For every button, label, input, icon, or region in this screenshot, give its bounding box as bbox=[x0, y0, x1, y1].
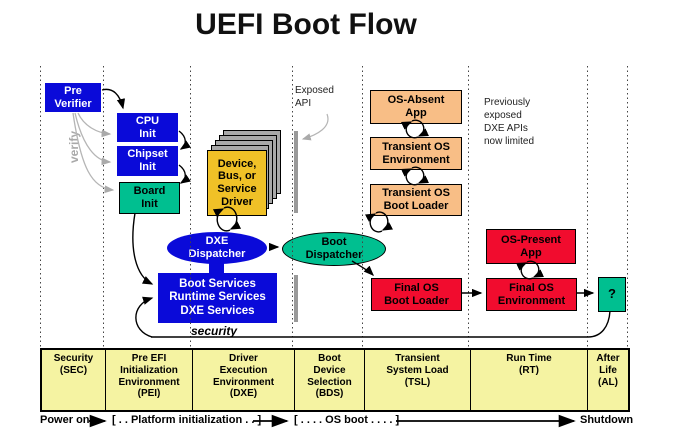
exposed-api-bar-lower bbox=[294, 275, 298, 322]
phase-table: Security (SEC) Pre EFI Initialization En… bbox=[40, 348, 630, 412]
security-label: security bbox=[191, 324, 238, 338]
phase-cell-sec: Security (SEC) bbox=[53, 353, 94, 376]
phase-cell-pei: Pre EFI Initialization Environment (PEI) bbox=[105, 350, 192, 410]
timeline-os-boot: [ . . . . OS boot . . . . ] bbox=[294, 414, 400, 426]
node-board-init: Board Init bbox=[119, 182, 180, 214]
node-driver: Device, Bus, or Service Driver bbox=[207, 150, 267, 216]
node-transient-os-environment: Transient OS Environment bbox=[370, 137, 462, 170]
timeline-platform-init: [ . . Platform initialization . . ] bbox=[112, 414, 262, 426]
exposed-api-arrow bbox=[301, 113, 329, 141]
node-cpu-init: CPU Init bbox=[117, 113, 178, 142]
node-os-present-app: OS-Present App bbox=[486, 229, 576, 264]
phase-cell-dxe: Driver Execution Environment (DXE) bbox=[192, 350, 294, 410]
timeline-shutdown: Shutdown bbox=[580, 414, 634, 426]
exposed-api-bar-upper bbox=[294, 131, 298, 213]
node-pre-verifier: Pre Verifier bbox=[45, 83, 101, 112]
verify-label: verify bbox=[67, 130, 81, 164]
exposed-api-label: Exposed API bbox=[295, 85, 334, 109]
node-boot-services: Boot Services Runtime Services DXE Servi… bbox=[158, 273, 277, 323]
node-transient-os-boot-loader: Transient OS Boot Loader bbox=[370, 184, 462, 216]
phase-cell-tsl: Transient System Load (TSL) bbox=[364, 350, 470, 410]
previously-limited-label: Previously exposed DXE APIs now limited bbox=[484, 97, 535, 147]
timeline-power-on: Power on bbox=[40, 414, 90, 426]
phase-cell-rt: Run Time (RT) bbox=[470, 350, 587, 410]
node-boot-dispatcher: Boot Dispatcher bbox=[282, 232, 386, 266]
node-after-life-question: ? bbox=[598, 277, 626, 312]
node-final-os-boot-loader: Final OS Boot Loader bbox=[371, 278, 462, 311]
node-final-os-environment: Final OS Environment bbox=[486, 278, 577, 311]
phase-cell-al: After Life (AL) bbox=[587, 350, 628, 410]
node-chipset-init: Chipset Init bbox=[117, 146, 178, 176]
node-dxe-dispatcher: DXE Dispatcher bbox=[167, 232, 267, 264]
node-os-absent-app: OS-Absent App bbox=[370, 90, 462, 124]
phase-cell-bds: Boot Device Selection (BDS) bbox=[294, 350, 364, 410]
page-title: UEFI Boot Flow bbox=[195, 8, 417, 41]
